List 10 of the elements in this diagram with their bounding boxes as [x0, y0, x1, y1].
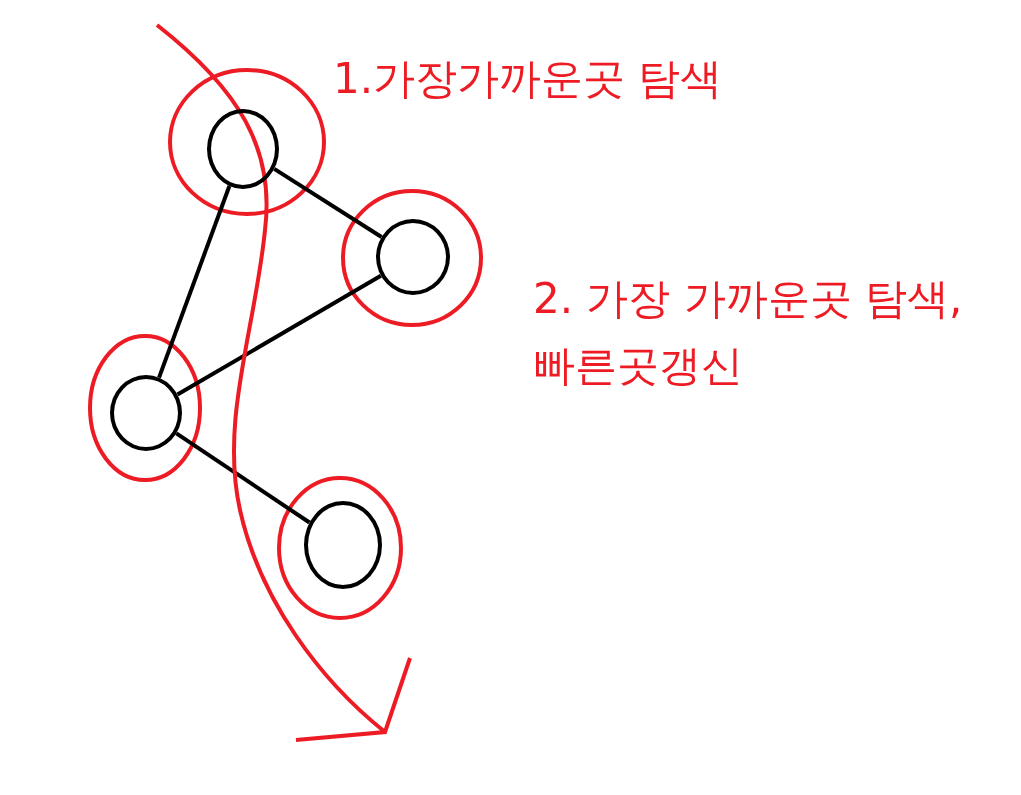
node-circle: [376, 219, 450, 295]
node-circle: [110, 375, 182, 451]
connector-line: [175, 431, 311, 525]
connector-line: [273, 167, 383, 239]
connector-line: [157, 185, 232, 379]
annotation-text: 2. 가장 가까운곳 탐색, 빠른곳갱신: [533, 273, 964, 393]
node-circle: [304, 501, 382, 589]
annotation-text: 1.가장가까운곳 탐색: [333, 53, 724, 105]
node-circle: [207, 109, 279, 189]
connector-line: [176, 274, 382, 397]
